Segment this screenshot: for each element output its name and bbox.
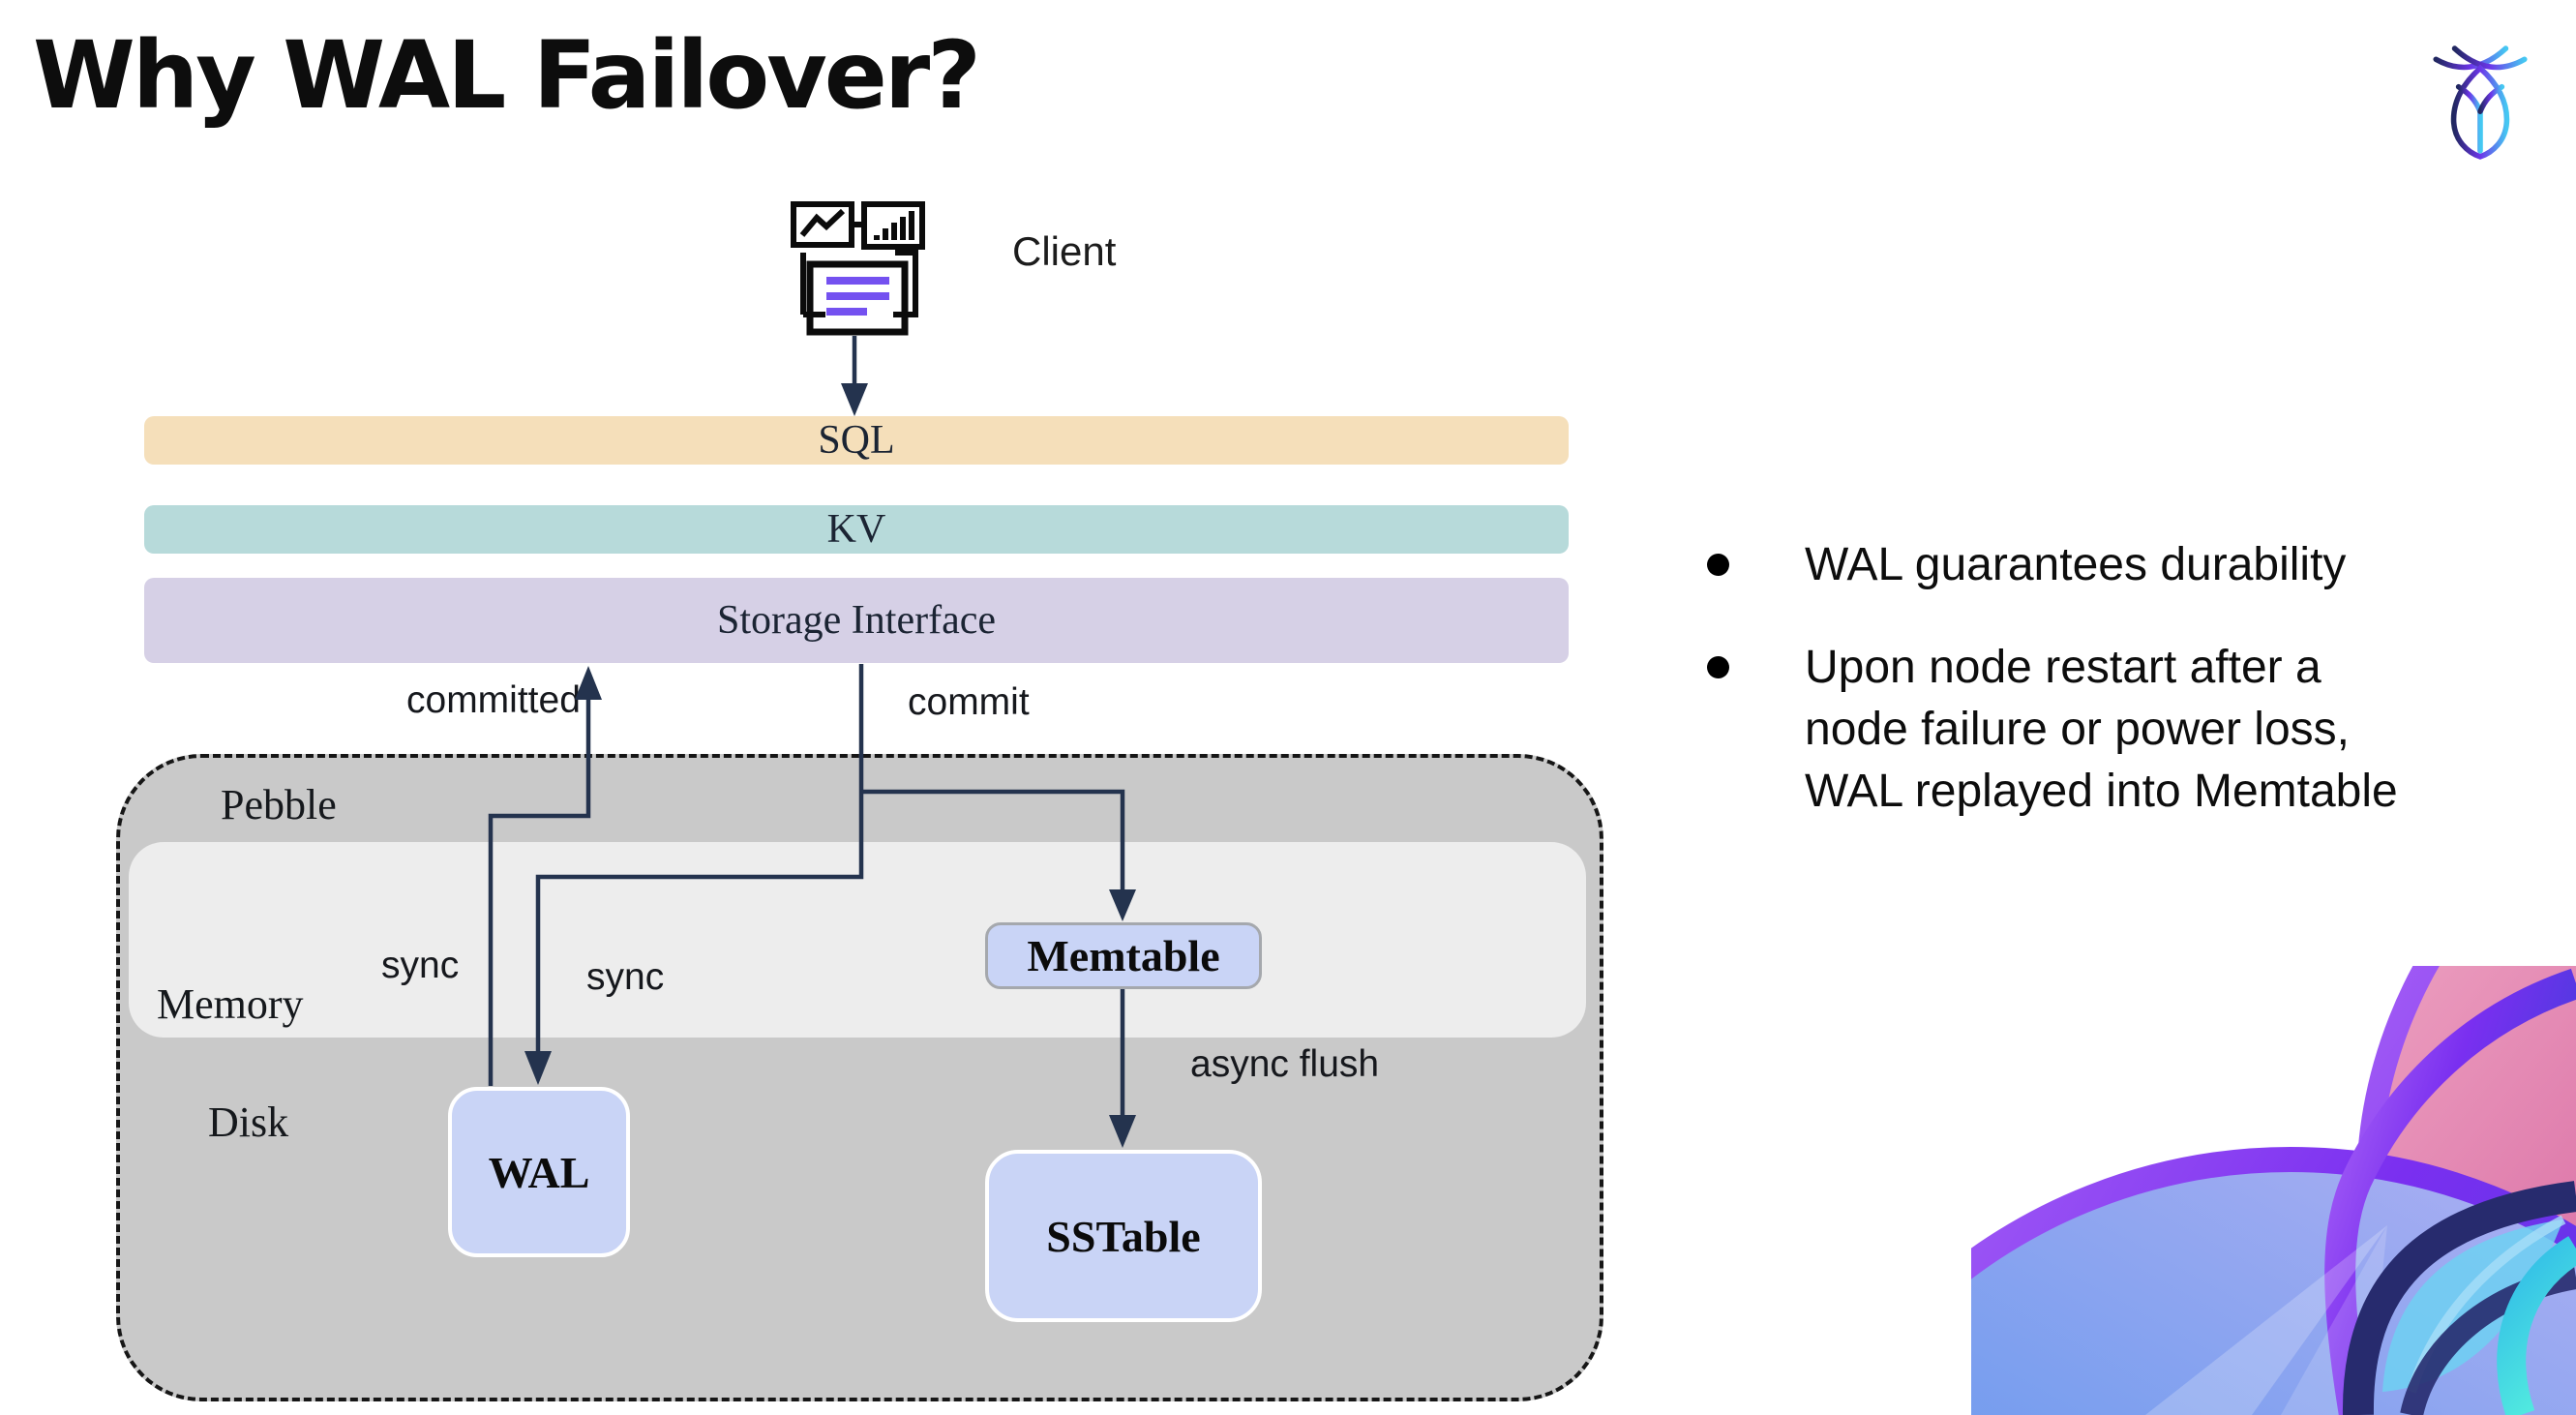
node-wal: WAL: [448, 1087, 630, 1257]
layer-kv-label: KV: [826, 507, 886, 552]
edge-label-committed: committed: [406, 679, 581, 721]
memory-band: [129, 842, 1586, 1038]
arrowhead-committed: [575, 666, 602, 700]
arrowhead-sync: [524, 1051, 552, 1085]
arrow-to-memtable: [861, 789, 1125, 889]
bullet-line: node failure or power loss,: [1805, 704, 2350, 755]
bullet-dot: [1707, 554, 1729, 576]
node-sstable-label: SSTable: [1046, 1211, 1201, 1261]
bullet-list: WAL guarantees durability Upon node rest…: [1707, 534, 2559, 823]
layer-sql-label: SQL: [818, 418, 895, 463]
edge-label-sync-right: sync: [586, 956, 665, 998]
arrow-commit-sync: [535, 664, 864, 1051]
disk-label: Disk: [208, 1099, 289, 1146]
bullet-line: Upon node restart after a: [1805, 642, 2321, 693]
arrowhead-sstable: [1109, 1115, 1136, 1148]
edge-label-commit: commit: [908, 681, 1030, 723]
bullet-text: Upon node restart after a node failure o…: [1805, 637, 2398, 823]
cockroachdb-corner-artwork-icon: [1971, 966, 2576, 1415]
node-sstable: SSTable: [985, 1150, 1262, 1322]
node-memtable: Memtable: [985, 922, 1262, 989]
memory-label: Memory: [157, 980, 304, 1028]
pebble-label: Pebble: [221, 781, 337, 828]
arrowhead-client: [841, 383, 868, 416]
arrow-committed: [488, 700, 591, 1086]
node-wal-label: WAL: [488, 1147, 590, 1197]
node-memtable-label: Memtable: [1027, 931, 1220, 980]
edge-label-async-flush: async flush: [1190, 1043, 1380, 1085]
arrowhead-memtable: [1109, 889, 1136, 921]
edge-label-sync-left: sync: [381, 945, 460, 986]
client-app-icon: [791, 201, 925, 336]
cockroachdb-logo-icon: [2433, 45, 2528, 160]
layer-sql: SQL: [144, 416, 1569, 465]
bullet-dot: [1707, 656, 1729, 678]
layer-storage-interface: Storage Interface: [144, 578, 1569, 663]
bullet-line: WAL guarantees durability: [1805, 539, 2347, 590]
layer-kv: KV: [144, 505, 1569, 554]
bullet-line: WAL replayed into Memtable: [1805, 766, 2398, 817]
layer-storage-label: Storage Interface: [717, 598, 996, 643]
bullet-text: WAL guarantees durability: [1805, 534, 2346, 596]
bullet-item: WAL guarantees durability: [1707, 534, 2559, 596]
page-title: Why WAL Failover?: [33, 21, 981, 130]
bullet-item: Upon node restart after a node failure o…: [1707, 637, 2559, 823]
client-label: Client: [1012, 228, 1117, 274]
